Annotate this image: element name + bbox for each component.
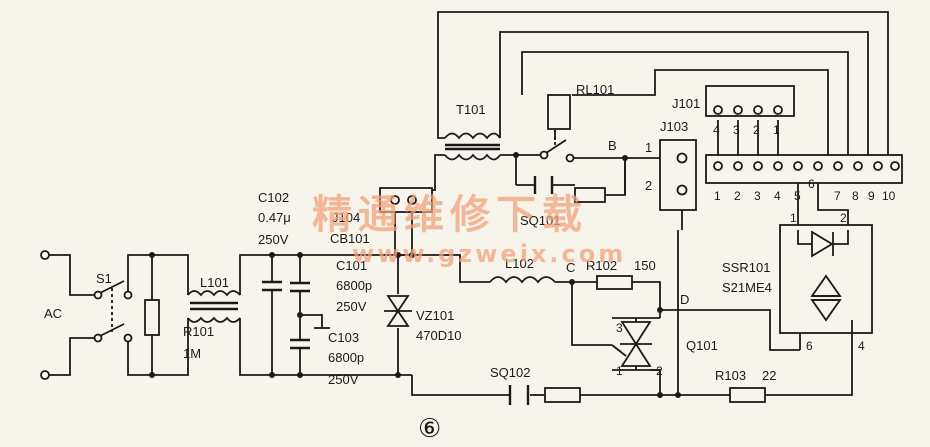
- j101-pin-4: 4: [713, 123, 720, 137]
- c102-voltage: 250V: [258, 232, 289, 247]
- capacitor-sq101: SQ101: [520, 176, 606, 228]
- c101-value: 6800p: [336, 278, 372, 293]
- node-d-label: D: [680, 292, 689, 307]
- connector-j104: J104 CB101: [330, 187, 433, 246]
- vz101-label: VZ101: [416, 308, 454, 323]
- capacitor-c101: C101 6800p 250V: [290, 258, 372, 314]
- c103-voltage: 250V: [328, 372, 359, 387]
- q101-pin-2: 2: [656, 364, 663, 378]
- capacitor-c103: C103 6800p 250V: [290, 327, 364, 387]
- c101-voltage: 250V: [336, 299, 367, 314]
- switch-s1: S1: [93, 271, 133, 343]
- main-pin-7: 7: [834, 189, 841, 203]
- varistor-vz101: VZ101 470D10: [384, 295, 462, 343]
- resistor-r101: R101 1M: [144, 299, 214, 361]
- l102-label: L102: [505, 256, 534, 271]
- watermark-url: www.gzweix.com: [352, 240, 626, 268]
- triac-q101: Q101 3 1 2: [611, 317, 718, 378]
- capacitor-sq102: SQ102: [490, 365, 581, 405]
- r102-label: R102: [586, 258, 617, 273]
- ssr101-pin-4: 4: [858, 339, 865, 353]
- s1-label: S1: [96, 271, 112, 286]
- sq101-label: SQ101: [520, 213, 560, 228]
- ssr101-pin-2: 2: [840, 211, 847, 225]
- main-pin-5: 5: [794, 189, 801, 203]
- connector-j101: J101 4 3 2 1: [672, 85, 795, 137]
- j101-label: J101: [672, 96, 700, 111]
- sq102-label: SQ102: [490, 365, 530, 380]
- vz101-value: 470D10: [416, 328, 462, 343]
- main-pin-10: 10: [882, 189, 896, 203]
- ssr101-pin-6: 6: [806, 339, 813, 353]
- c103-label: C103: [328, 330, 359, 345]
- node-c-label: C: [566, 260, 575, 275]
- ssr101-pin-1: 1: [790, 211, 797, 225]
- node-c: C: [566, 260, 575, 285]
- c101-label: C101: [336, 258, 367, 273]
- j101-pin-2: 2: [753, 123, 760, 137]
- l101-label: L101: [200, 275, 229, 290]
- relay-rl101: RL101: [539, 82, 614, 163]
- c103-value: 6800p: [328, 350, 364, 365]
- watermark: 精通维修下载 www.gzweix.com: [312, 192, 626, 268]
- resistor-r103: R103 22: [715, 368, 776, 403]
- t101-label: T101: [456, 102, 486, 117]
- main-pin-3: 3: [754, 189, 761, 203]
- connector-main-10pin: 1 2 3 4 5 6 7 8 9 10: [705, 154, 903, 203]
- main-pin-1: 1: [714, 189, 721, 203]
- r101-label: R101: [183, 324, 214, 339]
- c102-value: 0.47μ: [258, 210, 291, 225]
- figure-number: ⑥: [418, 414, 441, 444]
- c102-label: C102: [258, 190, 289, 205]
- transformer-t101: T101: [444, 102, 501, 161]
- node-b-label: B: [608, 138, 617, 153]
- capacitor-c102: C102 0.47μ 250V: [258, 190, 291, 292]
- r101-value: 1M: [183, 346, 201, 361]
- ssr101-label: SSR101: [722, 260, 770, 275]
- node-d: D: [657, 292, 689, 313]
- q101-label: Q101: [686, 338, 718, 353]
- main-pin-8: 8: [852, 189, 859, 203]
- rl101-label: RL101: [576, 82, 614, 97]
- connector-j103: J103 1 2: [645, 119, 697, 211]
- q101-pin-1: 1: [616, 364, 623, 378]
- main-pin-6: 6: [808, 177, 815, 191]
- junction-dots: [149, 252, 681, 398]
- j103-pin-1: 1: [645, 140, 652, 155]
- watermark-title: 精通维修下载: [312, 192, 588, 238]
- j104-label: J104: [332, 210, 360, 225]
- ac-label: AC: [44, 306, 62, 321]
- resistor-r102: R102 150: [586, 258, 656, 290]
- r103-value: 22: [762, 368, 776, 383]
- inductor-l102: L102: [489, 256, 556, 284]
- inductor-l101: L101: [187, 275, 241, 323]
- node-b: B: [513, 138, 628, 161]
- wires: [45, 11, 889, 396]
- j101-pin-1: 1: [773, 123, 780, 137]
- j103-pin-2: 2: [645, 178, 652, 193]
- main-pin-9: 9: [868, 189, 875, 203]
- j103-label: J103: [660, 119, 688, 134]
- j101-pin-3: 3: [733, 123, 740, 137]
- main-pin-2: 2: [734, 189, 741, 203]
- solid-state-relay-ssr101: SSR101 S21ME4 1 2 6 4: [722, 211, 873, 353]
- ac-input-terminals: AC: [40, 250, 62, 380]
- q101-pin-3: 3: [616, 321, 623, 335]
- r102-value: 150: [634, 258, 656, 273]
- r103-label: R103: [715, 368, 746, 383]
- cb101-label: CB101: [330, 231, 370, 246]
- ssr101-part: S21ME4: [722, 280, 772, 295]
- main-pin-4: 4: [774, 189, 781, 203]
